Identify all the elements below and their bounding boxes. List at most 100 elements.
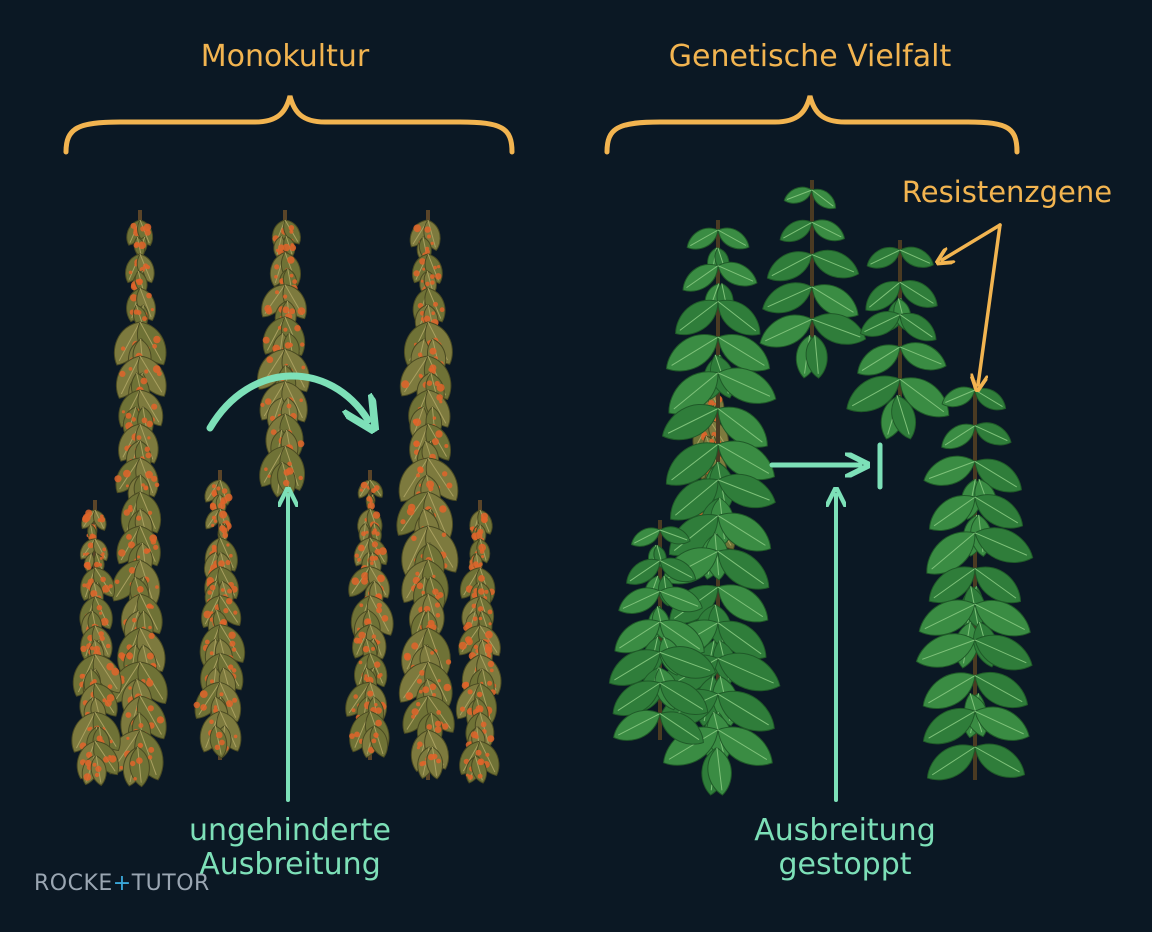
healthy-plant-4-leaf-vein [974,675,1023,703]
diseased-plant-1-rust-spot [130,294,138,302]
diseased-plant-3-rust-spot [428,367,433,372]
diseased-plant-3-rust-spot [418,689,423,694]
healthy-plant-1-leaf-vein [717,372,771,397]
diseased-plant-6-rust-spot [374,485,380,491]
diseased-plant-3-rust-spot [426,724,433,730]
diseased-plant-2-rust-spot [282,243,291,252]
diseased-plant-1-rust-spot [125,412,132,419]
diseased-plant-2-rust-spot [287,256,295,264]
diseased-plant-5-rust-spot [211,523,215,528]
diseased-plant-6-rust-spot [371,646,375,651]
diseased-plant-5-rust-spot [221,488,228,494]
diseased-plant-6-rust-spot [354,553,359,558]
diseased-plant-3-rust-spot [431,438,439,446]
healthy-plant-1-leaf-vein [717,550,764,585]
brand-logo: ROCKE+TUTOR [34,871,210,896]
diseased-plant-1-rust-spot [153,335,161,344]
diseased-plant-4-rust-spot [96,604,103,611]
diseased-plant-1-leaf-vein [139,287,152,318]
diseased-plant-2-rust-spot [264,304,272,313]
diseased-plant-1-rust-spot [114,579,120,585]
healthy-plant-4-leaf-vein [933,496,976,527]
resistance-arrow-2 [978,223,1002,385]
diseased-plant-6-rust-spot [377,574,385,583]
healthy-plant-2-leaf-vein [811,221,842,238]
diseased-plant-4-rust-spot [102,584,110,593]
diseased-plant-3-leaf-vein [431,746,438,776]
diseased-plant-5-rust-spot [219,739,225,746]
diseased-plant-6-rust-spot [378,673,383,677]
diseased-plant-5-rust-spot [225,559,231,566]
diseased-plant-2-rust-spot [283,294,288,299]
diseased-plant-3-rust-spot [441,532,447,538]
healthy-plant-5-leaf-vein [659,713,700,741]
diseased-plant-3-rust-spot [423,605,431,613]
diseased-plant-3-rust-spot [408,503,416,512]
diseased-plant-7-rust-spot [480,721,487,728]
diseased-plant-4-rust-spot [85,509,93,517]
diseased-plant-5-rust-spot [228,664,234,670]
diseased-plant-3-rust-spot [428,753,435,761]
diseased-plant-5-rust-spot [207,590,212,595]
diseased-plant-2-leaf-vein [284,381,303,419]
healthy-plant-5-leaf-vein [659,682,704,710]
diseased-plant-5-rust-spot [204,639,210,645]
diseased-plant-6-rust-spot [374,703,378,707]
diseased-plant-3-rust-spot [435,613,441,618]
healthy-plant-1-leaf-vein [717,479,770,501]
diseased-plant-2-rust-spot [264,398,272,405]
diseased-plant-3-rust-spot [416,678,422,684]
diseased-plant-2-rust-spot [267,474,271,478]
diseased-plant-2-rust-spot [274,264,280,270]
healthy-plant-5-leaf-vein [622,590,661,609]
diseased-plant-1-leaf-vein [139,355,163,393]
diseased-plant-6-rust-spot [371,530,376,535]
diseased-plant-5-rust-spot [226,543,230,547]
diseased-plant-1-rust-spot [145,265,151,270]
diseased-plant-3-rust-spot [411,714,416,719]
diseased-plant-3-leaf-vein [427,457,454,497]
healthy-plant-5-leaf-vein [618,713,661,736]
genetic-diversity-title: Genetische Vielfalt [668,39,952,74]
diseased-plant-5-rust-spot [211,484,216,489]
diseased-plant-4-rust-spot [108,755,112,758]
healthy-plant-2-leaf-vein [811,286,854,313]
diseased-plant-5-rust-spot [218,502,226,510]
diseased-plant-7-rust-spot [459,706,466,712]
diseased-plant-7-leaf-vein [462,740,481,772]
diseased-plant-4-rust-spot [98,631,104,637]
diseased-plant-4-rust-spot [80,645,87,652]
diseased-plant-5-rust-spot [219,692,224,697]
diseased-plant-1-leaf-vein [120,355,141,395]
diseased-plant-3-rust-spot [439,400,443,404]
diseased-plant-6-rust-spot [376,602,382,609]
healthy-plant-4-leaf-vein [974,639,1027,664]
brand-text-right: TUTOR [131,871,210,896]
diseased-plant-3-rust-spot [413,270,420,277]
diseased-plant-7-rust-spot [478,588,485,595]
diseased-plant-3-rust-spot [432,574,436,579]
healthy-plant-2-leaf-vein [767,286,813,308]
diseased-plant-2-rust-spot [270,429,277,435]
diseased-plant-3-rust-spot [425,249,430,255]
diseased-plant-3-leaf-vein [403,661,429,699]
diseased-plant-2-rust-spot [290,243,295,247]
diseased-plant-2-leaf-vein [284,445,299,487]
resistance-arrow-1 [942,223,1002,260]
diseased-plant-5-rust-spot [231,668,237,673]
diseased-plant-3-rust-spot [443,683,452,692]
diseased-plant-7-rust-spot [478,575,485,582]
diseased-plant-6-rust-spot [364,674,368,678]
healthy-plant-4-leaf-vein [922,639,976,660]
diseased-plant-4-rust-spot [100,617,109,626]
diseased-plant-4-rust-spot [99,611,103,615]
diseased-plant-3-rust-spot [436,758,441,764]
diseased-plant-1-rust-spot [146,292,152,299]
diseased-plant-6-rust-spot [361,572,369,580]
healthy-plant-3-leaf-vein [870,249,901,265]
diseased-plant-6-rust-spot [351,577,360,585]
diseased-plant-2-rust-spot [260,402,265,407]
diseased-plant-1-rust-spot [152,365,161,373]
diseased-plant-7-rust-spot [469,526,474,531]
healthy-plant-4-leaf-vein [974,425,1008,442]
